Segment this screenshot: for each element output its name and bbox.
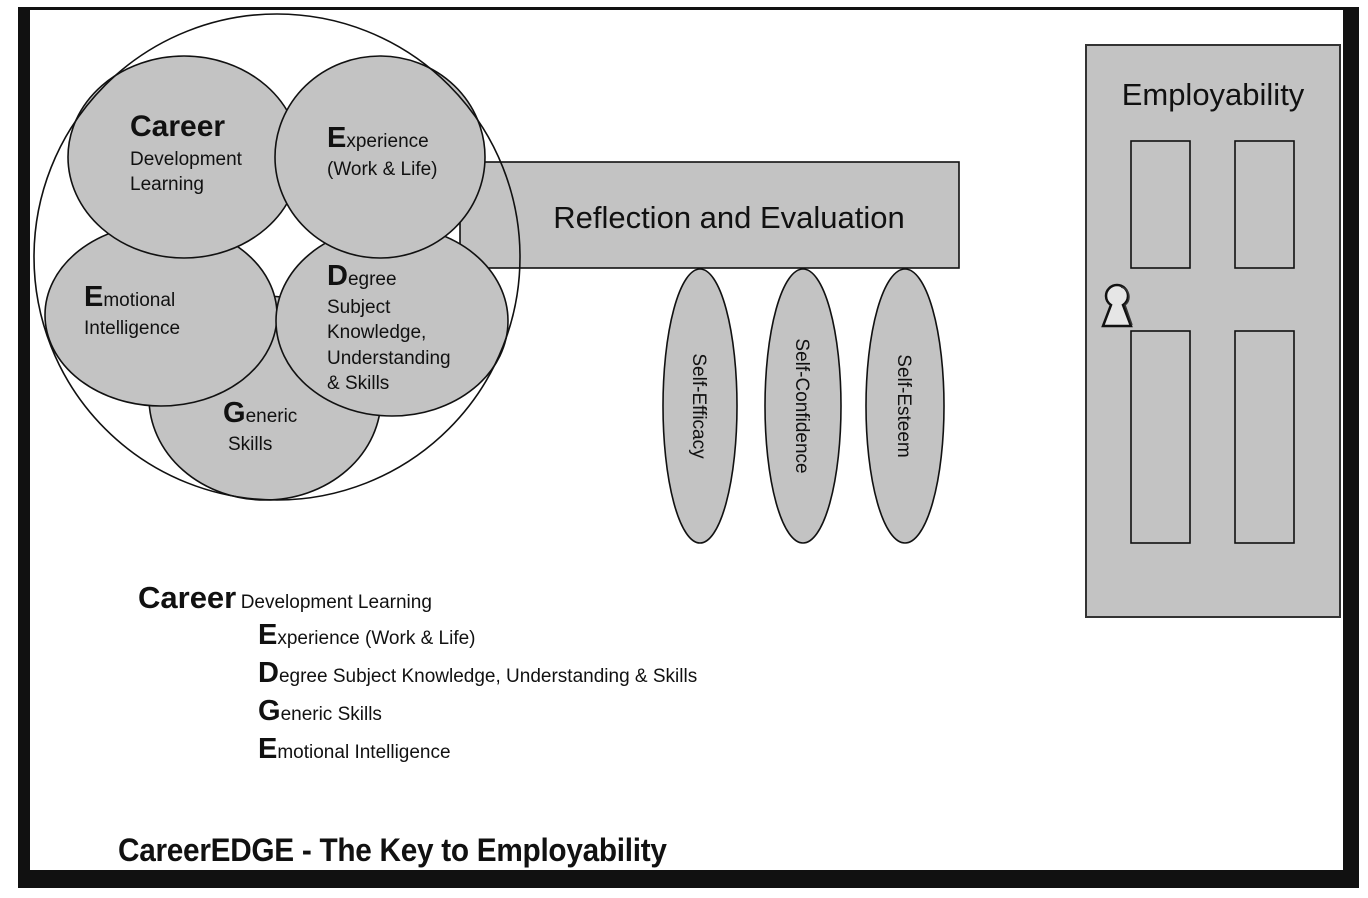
pillar-label: Self-Confidence (791, 338, 812, 473)
legend-text: xperience (Work & Life) (277, 628, 476, 649)
emotional-initial: E (84, 281, 103, 313)
legend-initial: G (258, 695, 281, 727)
frame-bottom-border (18, 870, 1359, 888)
frame-right-border (1343, 7, 1359, 888)
degree-line: Knowledge, (327, 322, 426, 343)
svg-text:Emotional: Emotional (84, 281, 175, 313)
door-panel-bottom-right (1234, 330, 1295, 544)
frame-top-border (18, 7, 1359, 10)
degree-line: & Skills (327, 373, 389, 394)
legend-row-career: Career Development Learning (138, 580, 432, 616)
emotional-line2: Intelligence (84, 318, 180, 339)
experience-initial: E (327, 122, 346, 154)
career-line: Development (130, 149, 243, 170)
legend-row-degree: Degree Subject Knowledge, Understanding … (258, 657, 697, 690)
legend-initial: E (258, 619, 278, 651)
legend-text: egree Subject Knowledge, Understanding &… (278, 666, 698, 687)
career-initial: Career (130, 110, 225, 143)
reflection-label: Reflection and Evaluation (553, 200, 905, 235)
svg-text:Generic: Generic (223, 397, 297, 429)
emotional-rest: motional (103, 290, 175, 311)
legend-row-generic: Generic Skills (258, 695, 382, 728)
pillar-self-confidence: Self-Confidence (764, 268, 842, 544)
circle-experience: Experience (Work & Life) (274, 55, 486, 259)
legend-text: eneric Skills (280, 704, 382, 725)
keyhole-icon (1101, 283, 1133, 328)
experience-rest: xperience (346, 131, 428, 152)
legend-row-experience: Experience (Work & Life) (258, 619, 476, 652)
reflection-evaluation-bar: Reflection and Evaluation (459, 161, 960, 269)
generic-initial: G (223, 397, 246, 429)
legend-initial: D (258, 657, 279, 689)
door-panel-bottom-left (1130, 330, 1191, 544)
legend-initial: Career (138, 580, 237, 615)
svg-text:Degree: Degree (327, 260, 397, 292)
legend-text: motional Intelligence (277, 742, 451, 763)
diagram-title: CareerEDGE - The Key to Employability (118, 832, 667, 868)
svg-text:Experience: Experience (327, 122, 429, 154)
degree-line: Subject (327, 297, 391, 318)
pillar-self-esteem: Self-Esteem (865, 268, 945, 544)
pillar-label: Self-Esteem (893, 354, 914, 457)
legend-row-emotional: Emotional Intelligence (258, 733, 451, 766)
degree-initial: D (327, 260, 348, 292)
generic-rest: eneric (246, 406, 298, 427)
legend-text: Development Learning (240, 592, 432, 613)
generic-line2: Skills (228, 434, 272, 455)
pillar-label: Self-Efficacy (688, 353, 709, 459)
circle-career-development: Career Development Learning (67, 55, 301, 259)
door-label: Employability (1122, 77, 1305, 112)
legend-initial: E (258, 733, 278, 765)
outer-circle (33, 13, 521, 501)
pillar-self-efficacy: Self-Efficacy (662, 268, 738, 544)
employability-door: Employability (1085, 44, 1341, 618)
frame-left-border (18, 7, 30, 888)
circle-degree-knowledge: Degree Subject Knowledge, Understanding … (275, 225, 509, 417)
door-panel-top-left (1130, 140, 1191, 269)
door-panel-top-right (1234, 140, 1295, 269)
degree-line: Understanding (327, 348, 451, 369)
career-line: Learning (130, 174, 204, 195)
degree-rest: egree (348, 269, 397, 290)
experience-line2: (Work & Life) (327, 159, 438, 180)
